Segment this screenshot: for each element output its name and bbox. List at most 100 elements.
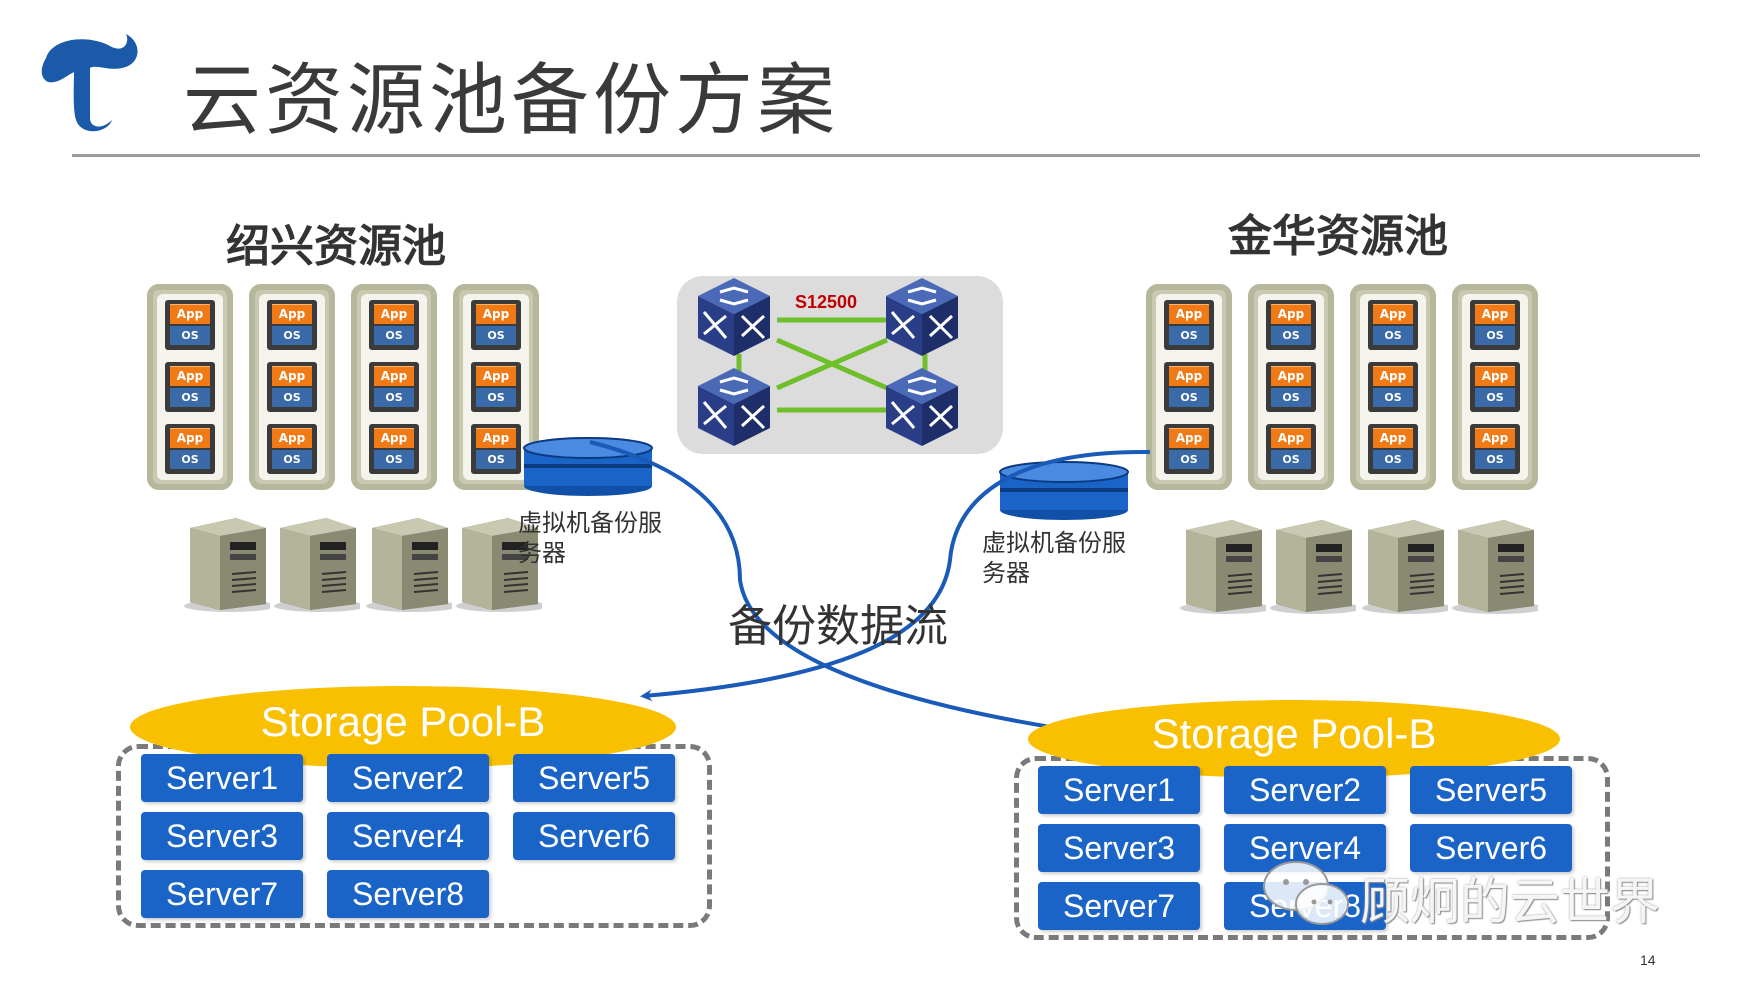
- vm-os-label: OS: [1373, 450, 1413, 469]
- vm-app-label: App: [170, 304, 210, 324]
- physical-server-icon: [362, 514, 458, 614]
- right-backup-server-label: 虚拟机备份服 务器: [982, 529, 1126, 587]
- left-pool-title: 绍兴资源池: [226, 221, 446, 272]
- vm-os-label: OS: [374, 450, 414, 469]
- vm-os-label: OS: [272, 450, 312, 469]
- network-switch-icon: [696, 276, 772, 362]
- storage-server-server5: Server5: [513, 754, 675, 802]
- left-backup-storage-icon: [523, 437, 653, 496]
- vm-app-label: App: [1373, 428, 1413, 448]
- vm-os-label: OS: [1169, 450, 1209, 469]
- vm-os-label: OS: [476, 450, 516, 469]
- storage-server-server4: Server4: [327, 812, 489, 860]
- vm-os-label: OS: [1373, 388, 1413, 407]
- vm-app-label: App: [170, 366, 210, 386]
- physical-server-icon: [1266, 516, 1362, 616]
- vm-os-label: OS: [1169, 388, 1209, 407]
- storage-server-server1: Server1: [1038, 766, 1200, 814]
- vm-app-label: App: [1271, 304, 1311, 324]
- vm-os-label: OS: [476, 388, 516, 407]
- physical-server-icon: [270, 514, 366, 614]
- network-switch-icon: [884, 366, 960, 452]
- vm-os-label: OS: [170, 450, 210, 469]
- vm-os-label: OS: [272, 326, 312, 345]
- vm-app-label: App: [1475, 366, 1515, 386]
- vm-app-label: App: [272, 366, 312, 386]
- storage-server-server1: Server1: [141, 754, 303, 802]
- storage-server-server6: Server6: [1410, 824, 1572, 872]
- left-storage-pool-label: Storage Pool-B: [260, 698, 546, 745]
- vm-os-label: OS: [1271, 388, 1311, 407]
- left-backup-server-label: 虚拟机备份服 务器: [518, 509, 662, 567]
- vm-os-label: OS: [1271, 450, 1311, 469]
- storage-server-server2: Server2: [327, 754, 489, 802]
- storage-server-server8: Server8: [327, 870, 489, 918]
- storage-server-server6: Server6: [513, 812, 675, 860]
- network-switch-icon: [696, 366, 772, 452]
- storage-server-server7: Server7: [141, 870, 303, 918]
- vm-os-label: OS: [1373, 326, 1413, 345]
- vm-app-label: App: [272, 428, 312, 448]
- vm-app-label: App: [1373, 366, 1413, 386]
- vm-os-label: OS: [1475, 326, 1515, 345]
- vm-app-label: App: [1169, 366, 1209, 386]
- storage-server-server7: Server7: [1038, 882, 1200, 930]
- vm-os-label: OS: [170, 388, 210, 407]
- vm-app-label: App: [1475, 428, 1515, 448]
- vm-app-label: App: [374, 304, 414, 324]
- vm-os-label: OS: [1271, 326, 1311, 345]
- vm-app-label: App: [374, 428, 414, 448]
- right-storage-pool-label: Storage Pool-B: [1151, 710, 1437, 757]
- vm-os-label: OS: [272, 388, 312, 407]
- wechat-icon: [1263, 861, 1349, 925]
- title-divider: [72, 154, 1700, 157]
- physical-server-icon: [452, 514, 548, 614]
- physical-server-icon: [1358, 516, 1454, 616]
- vm-app-label: App: [272, 304, 312, 324]
- vm-os-label: OS: [374, 388, 414, 407]
- switch-links: [736, 317, 928, 413]
- vm-app-label: App: [476, 304, 516, 324]
- physical-server-icon: [180, 514, 276, 614]
- page-number: 14: [1640, 952, 1656, 968]
- network-switch-icon: [884, 276, 960, 362]
- company-logo: [41, 34, 138, 132]
- vm-os-label: OS: [476, 326, 516, 345]
- vm-os-label: OS: [1169, 326, 1209, 345]
- storage-server-server3: Server3: [141, 812, 303, 860]
- vm-app-label: App: [1271, 366, 1311, 386]
- vm-os-label: OS: [374, 326, 414, 345]
- vm-app-label: App: [1169, 428, 1209, 448]
- physical-server-icon: [1448, 516, 1544, 616]
- right-backup-storage-icon: [999, 461, 1129, 520]
- right-pool-title: 金华资源池: [1228, 211, 1448, 262]
